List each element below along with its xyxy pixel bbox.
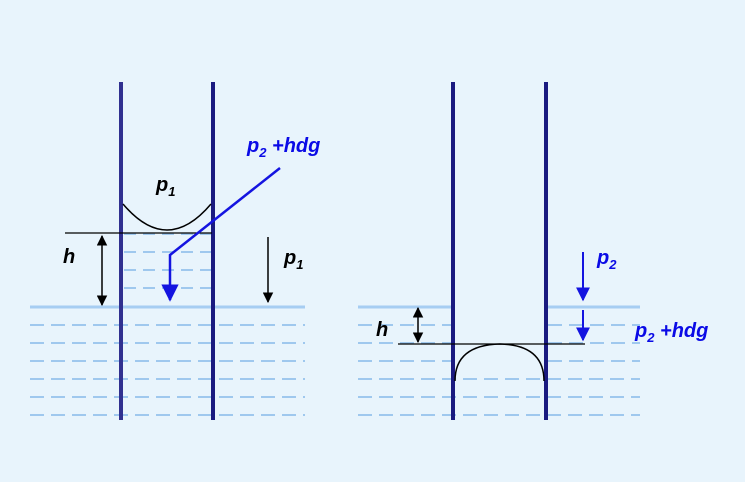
right-meniscus bbox=[454, 343, 545, 382]
left-meniscus-pressure-label: p1 bbox=[155, 174, 175, 199]
right-height-label: h bbox=[376, 319, 388, 341]
left-figure: p1 h p1 p2 +hdg bbox=[30, 82, 320, 420]
right-figure: h p2 p2 +hdg bbox=[358, 82, 708, 420]
left-height-label: h bbox=[63, 246, 75, 268]
left-outside-pressure-label: p1 bbox=[283, 247, 303, 272]
left-inside-pressure-leader bbox=[161, 167, 281, 302]
right-reservoir-water bbox=[358, 324, 640, 416]
left-tube-water-column bbox=[124, 233, 211, 289]
right-bottom-pressure-label: p2 +hdg bbox=[634, 320, 708, 345]
left-inside-pressure-label: p2 +hdg bbox=[246, 135, 320, 160]
left-reservoir-water bbox=[30, 324, 305, 416]
left-meniscus bbox=[122, 203, 212, 231]
right-top-pressure-label: p2 bbox=[596, 247, 617, 272]
